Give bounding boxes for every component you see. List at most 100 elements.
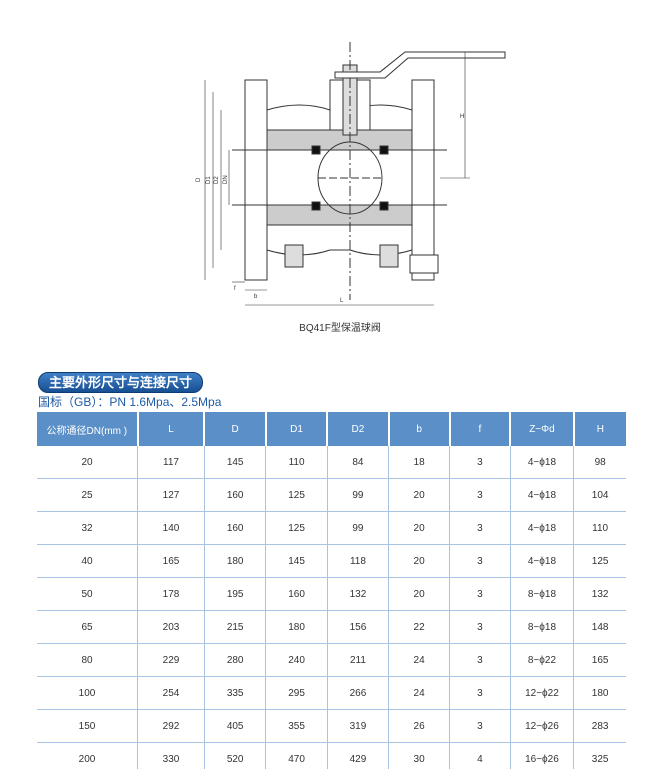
table-cell: 25 <box>37 478 138 512</box>
table-cell: 3 <box>449 478 511 512</box>
dim-label-D2: D2 <box>214 176 220 184</box>
table-cell: 240 <box>265 643 328 677</box>
table-cell: 80 <box>37 643 138 677</box>
section-title: 主要外形尺寸与连接尺寸 <box>38 372 204 393</box>
table-cell: 8−ϕ22 <box>509 643 574 677</box>
column-header: D1 <box>264 412 328 446</box>
table-cell: 292 <box>137 709 205 743</box>
table-cell: 319 <box>326 709 389 743</box>
table-cell: 325 <box>573 742 626 769</box>
table-cell: 16−ϕ26 <box>509 742 574 769</box>
table-cell: 40 <box>37 544 138 578</box>
column-header: L <box>136 412 205 446</box>
valve-drawing: D D1 D2 DN H L b f <box>196 42 506 306</box>
column-header: D2 <box>326 412 389 446</box>
table-cell: 125 <box>573 544 626 578</box>
drawing-caption: BQ41F型保温球阀 <box>299 323 381 334</box>
table-cell: 178 <box>137 577 205 611</box>
table-cell: 117 <box>137 446 205 479</box>
dim-label-f: f <box>234 286 236 292</box>
table-cell: 254 <box>137 676 205 710</box>
table-cell: 330 <box>137 742 205 769</box>
table-cell: 4−ϕ18 <box>509 511 574 545</box>
column-header: b <box>387 412 450 446</box>
standard-label: 国标（GB）：PN 1.6Mpa、2.5Mpa <box>38 395 222 409</box>
table-cell: 125 <box>265 511 328 545</box>
table-cell: 150 <box>37 709 138 743</box>
table-cell: 3 <box>449 676 511 710</box>
column-header: D <box>203 412 266 446</box>
table-cell: 215 <box>203 610 266 644</box>
table-cell: 20 <box>388 544 450 578</box>
table-cell: 32 <box>37 511 138 545</box>
table-cell: 165 <box>137 544 205 578</box>
table-cell: 180 <box>573 676 626 710</box>
table-cell: 22 <box>388 610 450 644</box>
table-cell: 8−ϕ18 <box>509 610 574 644</box>
table-cell: 405 <box>203 709 266 743</box>
table-cell: 4−ϕ18 <box>509 478 574 512</box>
dimension-lines <box>204 52 470 306</box>
column-header: f <box>448 412 511 446</box>
table-cell: 280 <box>203 643 266 677</box>
table-cell: 12−ϕ26 <box>509 709 574 743</box>
table-cell: 156 <box>326 610 389 644</box>
table-cell: 8−ϕ18 <box>509 577 574 611</box>
table-cell: 99 <box>326 511 389 545</box>
table-cell: 3 <box>449 544 511 578</box>
table-cell: 180 <box>203 544 266 578</box>
table-cell: 84 <box>326 446 389 479</box>
table-cell: 98 <box>573 446 626 479</box>
table-cell: 20 <box>388 577 450 611</box>
table-cell: 118 <box>326 544 389 578</box>
table-cell: 283 <box>573 709 626 743</box>
table-cell: 4−ϕ18 <box>509 544 574 578</box>
dim-label-L: L <box>340 298 344 304</box>
table-cell: 429 <box>326 742 389 769</box>
table-cell: 99 <box>326 478 389 512</box>
table-cell: 100 <box>37 676 138 710</box>
table-cell: 355 <box>265 709 328 743</box>
table-cell: 520 <box>203 742 266 769</box>
table-cell: 4−ϕ18 <box>509 446 574 479</box>
table-cell: 180 <box>265 610 328 644</box>
table-cell: 125 <box>265 478 328 512</box>
table-cell: 266 <box>326 676 389 710</box>
table-cell: 65 <box>37 610 138 644</box>
table-cell: 148 <box>573 610 626 644</box>
table-cell: 20 <box>388 511 450 545</box>
table-cell: 160 <box>203 478 266 512</box>
table-cell: 3 <box>449 446 511 479</box>
table-cell: 160 <box>265 577 328 611</box>
column-header: H <box>572 412 626 446</box>
table-cell: 104 <box>573 478 626 512</box>
table-cell: 24 <box>388 676 450 710</box>
table-cell: 3 <box>449 577 511 611</box>
table-cell: 3 <box>449 511 511 545</box>
table-cell: 3 <box>449 709 511 743</box>
dim-label-D1: D1 <box>206 176 212 184</box>
table-cell: 335 <box>203 676 266 710</box>
table-cell: 145 <box>265 544 328 578</box>
column-header: 公称通径DN(mm ) <box>37 412 138 446</box>
table-cell: 295 <box>265 676 328 710</box>
table-cell: 4 <box>449 742 511 769</box>
table-cell: 165 <box>573 643 626 677</box>
table-cell: 20 <box>37 446 138 479</box>
table-cell: 132 <box>326 577 389 611</box>
table-cell: 140 <box>137 511 205 545</box>
dim-label-D: D <box>196 177 202 182</box>
table-cell: 229 <box>137 643 205 677</box>
table-cell: 20 <box>388 478 450 512</box>
table-cell: 132 <box>573 577 626 611</box>
dim-label-b: b <box>254 294 258 300</box>
table-cell: 50 <box>37 577 138 611</box>
